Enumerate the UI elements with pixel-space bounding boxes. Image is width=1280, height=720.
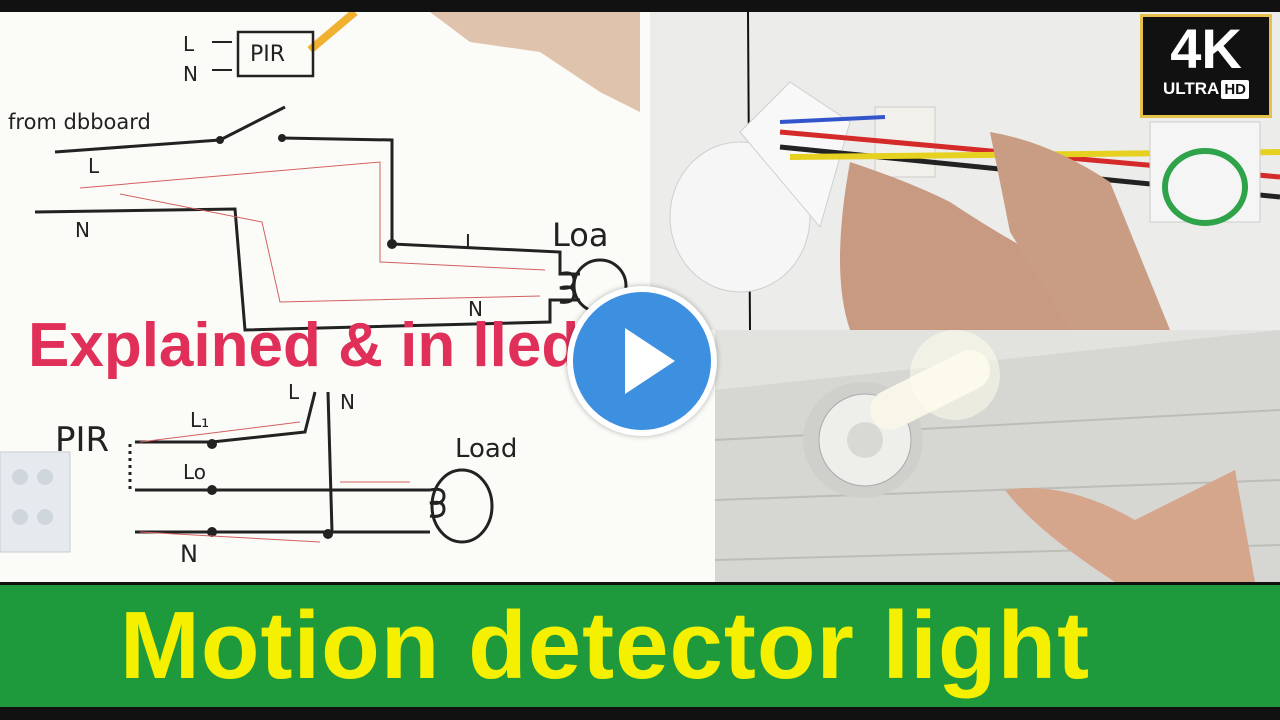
banner-title: Motion detector light [119,592,1091,699]
photo-installed-lamp [715,330,1280,582]
label-n-load: N [468,297,483,321]
installed-lamp-illustration [715,330,1280,582]
label-pir-bottom: PIR [55,420,110,460]
label-pir-box: PIR [250,42,286,67]
label-n-in: N [183,62,198,86]
label-lo: Lo [183,460,207,484]
badge-4k-text: 4K [1170,17,1242,80]
bottom-border [0,707,1280,720]
label-n-line: N [75,218,90,242]
wiring-sketch-panel: L N PIR from dbboard L N L N Loa PIR L₁ … [0,12,715,582]
badge-ultra-text: ULTRA [1162,79,1220,98]
badge-hd-text: HD [1221,80,1249,99]
play-icon [625,328,675,394]
title-banner: Motion detector light [0,585,1280,707]
label-l-load: L [465,230,477,254]
label-l-in: L [183,32,195,56]
label-l1: L₁ [190,408,210,432]
label-load-bottom: Load [455,434,518,464]
label-l-top: L [288,380,300,404]
label-l-line: L [88,154,100,178]
wiring-diagram-drawing [0,12,640,553]
label-n-top: N [340,390,355,414]
label-n-bottom: N [180,540,198,568]
label-load-top: Loa [552,216,609,254]
play-button[interactable] [567,286,717,436]
label-source: from dbboard [8,110,151,134]
headline-text: Explained & in lled [28,311,580,380]
